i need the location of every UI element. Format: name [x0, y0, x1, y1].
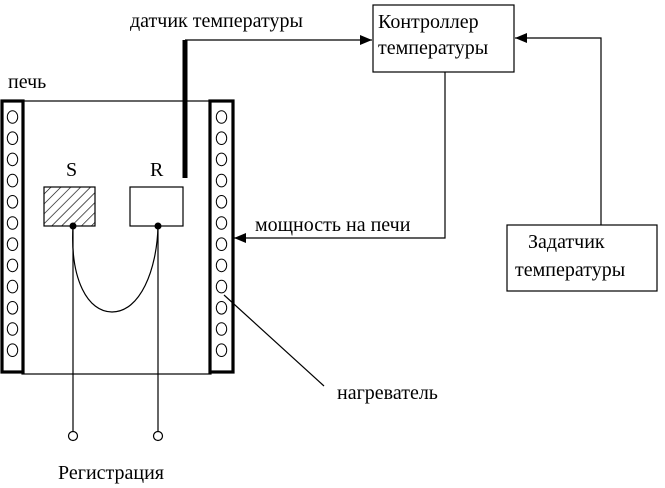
differential-thermocouple-wire	[72, 225, 159, 313]
setpoint-label-line1: Задатчик	[528, 231, 605, 253]
recording-label: Регистрация	[58, 462, 164, 484]
heater-coil	[215, 258, 228, 273]
heater-coil	[215, 343, 228, 358]
controller-label-line1: Контроллер	[378, 11, 479, 33]
heater-coil	[6, 110, 19, 124]
heater-coil	[215, 195, 228, 209]
heater-coil	[215, 152, 228, 167]
sensor-label: датчик температуры	[130, 10, 303, 32]
heater-wall-left	[0, 99, 25, 374]
heater-coil	[6, 152, 19, 167]
power-label: мощность на печи	[255, 214, 411, 236]
heater-coil	[6, 216, 19, 230]
heater-coil	[215, 173, 228, 188]
setpoint-label-line2: температуры	[515, 259, 625, 281]
heater-coil	[6, 195, 19, 209]
heater-leader-line	[223, 294, 325, 387]
junction-dot-sample	[69, 222, 77, 230]
heater-coil	[215, 322, 228, 336]
furnace-label: печь	[8, 71, 46, 93]
heater-coil	[215, 301, 228, 315]
sample-cell	[43, 186, 96, 227]
heater-coil	[6, 131, 19, 145]
heater-coil	[215, 216, 228, 230]
sample-label: S	[66, 159, 77, 181]
controller-box	[372, 4, 515, 73]
controller-label-line2: температуры	[378, 37, 488, 59]
heater-coil	[215, 110, 228, 124]
heater-coil	[6, 343, 19, 358]
heater-coil	[215, 279, 228, 294]
terminal-reference	[152, 430, 164, 442]
terminal-sample	[67, 430, 79, 442]
setpoint-box	[506, 224, 658, 292]
junction-dot-reference	[154, 222, 162, 230]
reference-label: R	[150, 159, 164, 181]
heater-label: нагреватель	[337, 382, 438, 404]
heater-coil	[6, 237, 19, 251]
reference-cell	[129, 186, 184, 227]
power-signal-arrow	[234, 72, 446, 243]
heater-coil	[6, 279, 19, 294]
heater-coil	[6, 258, 19, 273]
setpoint-signal-arrow	[515, 33, 602, 225]
heater-coil	[215, 131, 228, 145]
heater-coil	[215, 237, 228, 251]
heater-wall-right	[208, 99, 235, 374]
heater-coil	[6, 173, 19, 188]
heater-coil	[6, 322, 19, 336]
heater-coil	[6, 301, 19, 315]
